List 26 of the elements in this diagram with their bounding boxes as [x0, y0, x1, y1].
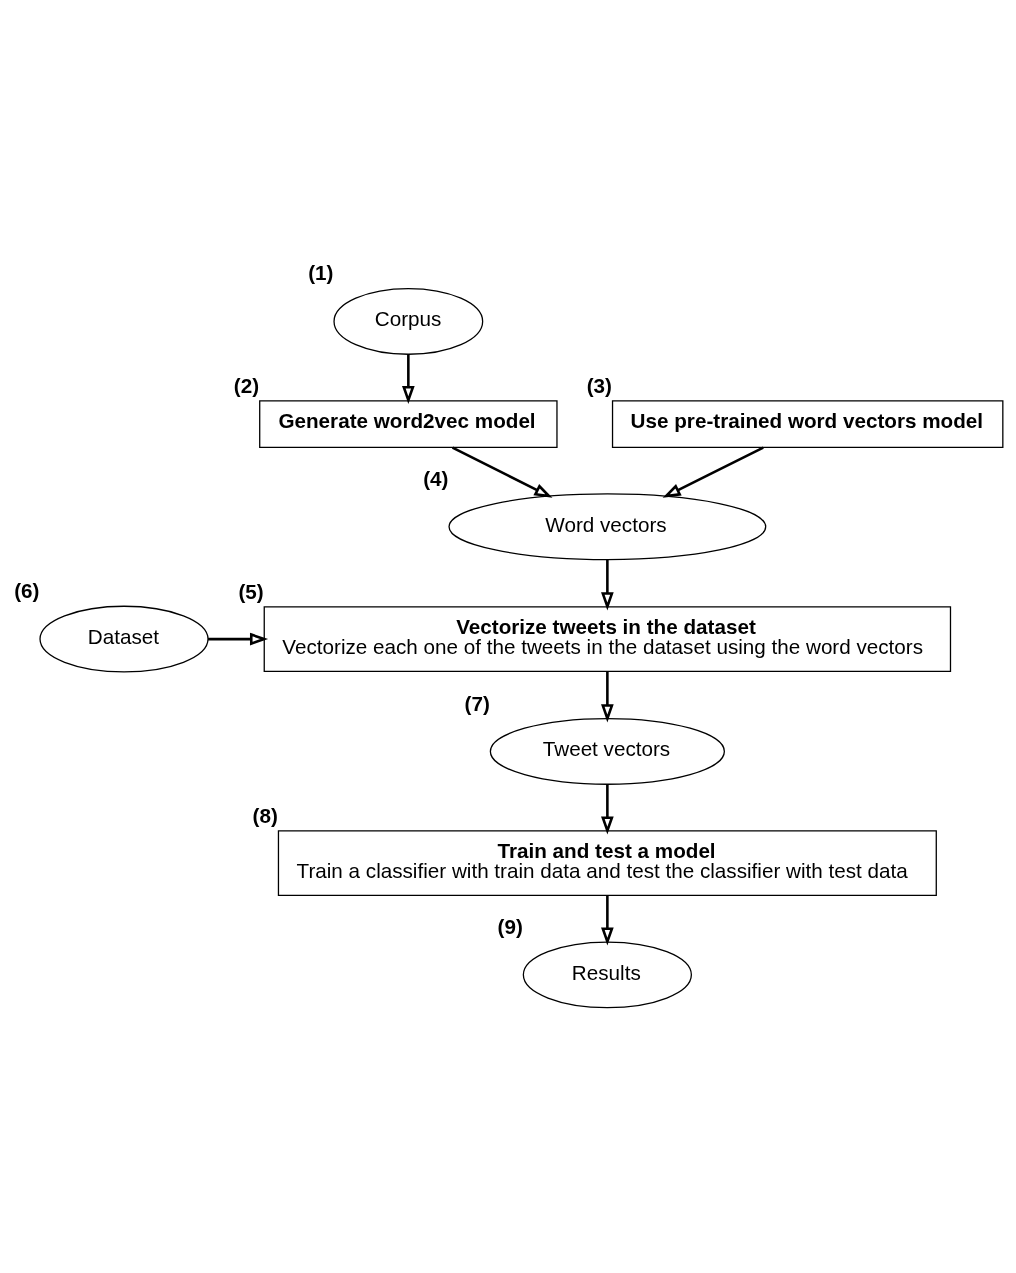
node-box: Train and test a model Train a classifier with train data and test the classifier with test data — [277, 830, 937, 897]
node-label: (4) — [422, 466, 448, 490]
node-ellipse: Dataset — [38, 605, 209, 673]
arrow — [600, 671, 614, 723]
node-box: Generate word2vec model — [258, 400, 558, 448]
node-ellipse: Word vectors — [447, 493, 766, 561]
arrow — [401, 354, 415, 405]
arrow — [600, 896, 614, 946]
arrow — [600, 784, 614, 835]
node-box: Vectorize tweets in the dataset Vectorize each one of the tweets in the dataset using the word vectors — [263, 606, 951, 673]
node-label: (5) — [237, 579, 264, 603]
node-label: (7) — [464, 691, 490, 715]
node-label: (2) — [233, 373, 259, 397]
arrow — [662, 446, 764, 498]
arrow — [451, 446, 552, 498]
node-ellipse: Tweet vectors — [489, 717, 725, 785]
node-label: (3) — [586, 373, 612, 397]
node-label: (9) — [497, 914, 523, 938]
node-label: (1) — [307, 261, 333, 285]
node-label: (8) — [252, 803, 278, 827]
node-box: Use pre-trained word vectors model — [611, 400, 1003, 448]
arrow — [207, 632, 268, 646]
arrow — [600, 559, 614, 611]
node-label: (6) — [13, 579, 39, 603]
node-ellipse: Results — [522, 941, 692, 1009]
node-ellipse: Corpus — [332, 287, 483, 355]
